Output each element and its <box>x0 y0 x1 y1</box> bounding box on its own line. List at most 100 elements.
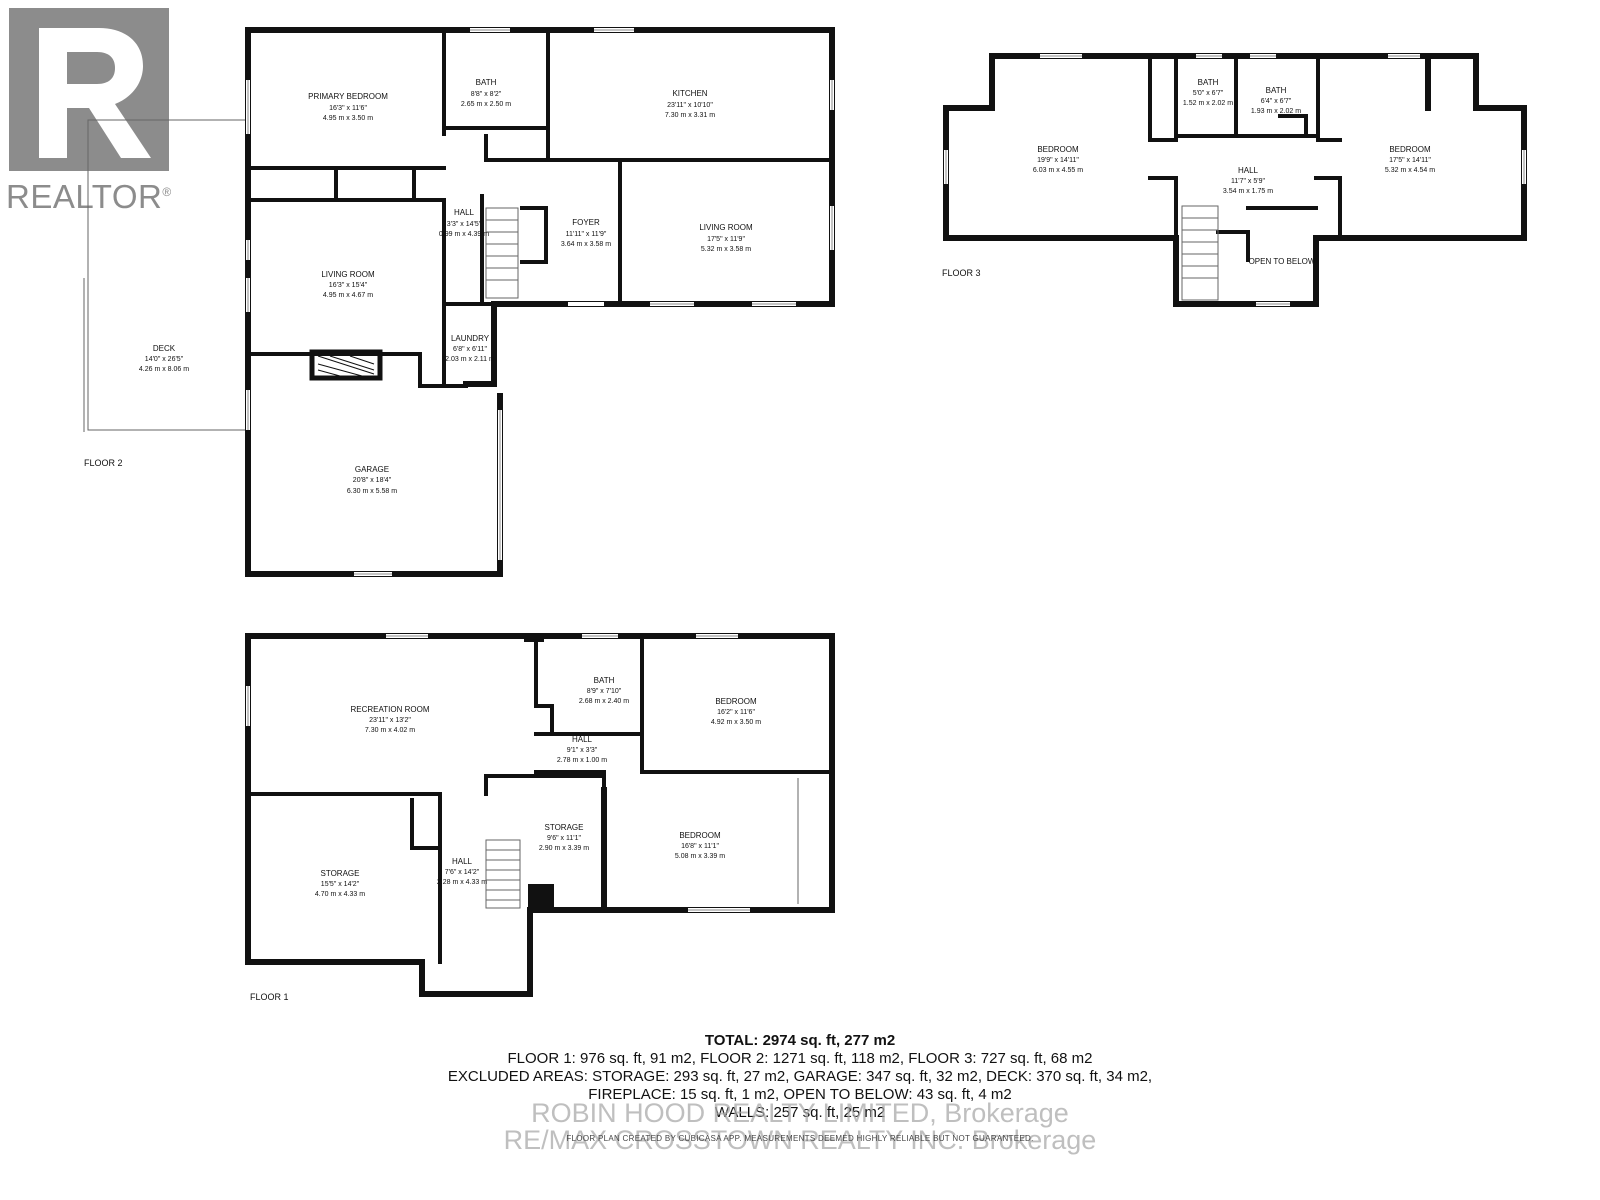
room-label-foyer: FOYER 11'11" x 11'9" 3.64 m x 3.58 m <box>561 218 611 248</box>
svg-text:15'5" x 14'2": 15'5" x 14'2" <box>321 881 360 888</box>
interior-wall <box>1216 230 1250 262</box>
svg-text:5.08 m x 3.39 m: 5.08 m x 3.39 m <box>675 853 725 860</box>
svg-text:9'1" x 3'3": 9'1" x 3'3" <box>567 747 598 754</box>
room-label-bedroom-east: BEDROOM 17'5" x 14'11" 5.32 m x 4.54 m <box>1385 145 1435 174</box>
interior-wall <box>520 206 548 264</box>
floor-3-exterior-wall-west <box>943 53 1179 111</box>
svg-text:3'3" x 14'5": 3'3" x 14'5" <box>447 221 482 228</box>
svg-text:16'3" x 15'4": 16'3" x 15'4" <box>329 282 368 289</box>
svg-text:7'6" x 14'2": 7'6" x 14'2" <box>445 869 480 876</box>
svg-text:KITCHEN: KITCHEN <box>672 89 707 98</box>
floor-2-plan: PRIMARY BEDROOM 16'3" x 11'6" 4.95 m x 3… <box>83 27 835 577</box>
svg-text:20'8" x 18'4": 20'8" x 18'4" <box>353 477 392 484</box>
svg-text:BEDROOM: BEDROOM <box>1389 145 1431 154</box>
floor-3-label: FLOOR 3 <box>942 268 981 278</box>
svg-text:2.78 m x 1.00 m: 2.78 m x 1.00 m <box>557 757 607 764</box>
svg-text:BATH: BATH <box>594 676 615 685</box>
floor-1-stairs <box>485 839 521 909</box>
room-label-hall-south: HALL 7'6" x 14'2" 2.28 m x 4.33 m <box>437 857 487 886</box>
svg-text:4.70 m x 4.33 m: 4.70 m x 4.33 m <box>315 891 365 898</box>
interior-wall <box>484 134 622 162</box>
svg-text:17'5" x 11'9": 17'5" x 11'9" <box>707 236 745 243</box>
svg-text:BATH: BATH <box>1266 86 1287 95</box>
svg-text:14'0" x 26'5": 14'0" x 26'5" <box>145 356 184 363</box>
svg-text:23'11" x 13'2": 23'11" x 13'2" <box>369 717 411 724</box>
floor-areas: FLOOR 1: 976 sq. ft, 91 m2, FLOOR 2: 127… <box>507 1050 1093 1067</box>
svg-text:11'7" x 5'9": 11'7" x 5'9" <box>1231 178 1265 185</box>
interior-wall <box>246 792 442 964</box>
room-label-bath: BATH 8'8" x 8'2" 2.65 m x 2.50 m <box>461 78 511 108</box>
svg-text:4.26 m x 8.06 m: 4.26 m x 8.06 m <box>139 366 189 373</box>
walls-area: WALLS: 257 sq. ft, 25 m2 <box>714 1104 886 1121</box>
floor-1-exterior-wall-east <box>245 633 835 913</box>
interior-wall <box>410 798 438 850</box>
interior-wall <box>534 634 554 736</box>
svg-text:BEDROOM: BEDROOM <box>1037 145 1079 154</box>
svg-text:BATH: BATH <box>1198 78 1219 87</box>
svg-text:HALL: HALL <box>1238 166 1259 175</box>
room-label-bedroom-south: BEDROOM 16'8" x 11'1" 5.08 m x 3.39 m <box>675 831 725 860</box>
floor-1-column <box>528 884 554 910</box>
svg-text:19'9" x 14'11": 19'9" x 14'11" <box>1037 157 1079 164</box>
svg-text:HALL: HALL <box>572 735 593 744</box>
fireplace-area: FIREPLACE: 15 sq. ft, 1 m2, OPEN TO BELO… <box>588 1086 1012 1103</box>
svg-text:PRIMARY BEDROOM: PRIMARY BEDROOM <box>308 92 388 101</box>
interior-wall <box>1314 176 1342 240</box>
garage-exterior-wall <box>245 393 503 577</box>
open-to-below-label: OPEN TO BELOW <box>1249 257 1316 266</box>
total-area: TOTAL: 2974 sq. ft, 277 m2 <box>704 1032 896 1049</box>
interior-wall <box>480 194 532 306</box>
svg-text:8'9" x 7'10": 8'9" x 7'10" <box>587 688 622 695</box>
floor-3-windows <box>944 54 1526 306</box>
svg-text:7.30 m x 3.31 m: 7.30 m x 3.31 m <box>665 112 715 119</box>
svg-text:6.03 m x 4.55 m: 6.03 m x 4.55 m <box>1033 167 1083 174</box>
svg-text:6'4" x 6'7": 6'4" x 6'7" <box>1261 98 1292 105</box>
svg-text:2.65 m x 2.50 m: 2.65 m x 2.50 m <box>461 101 511 108</box>
svg-text:23'11" x 10'10": 23'11" x 10'10" <box>667 102 713 109</box>
svg-text:2.28 m x 4.33 m: 2.28 m x 4.33 m <box>437 879 487 886</box>
svg-text:BATH: BATH <box>476 78 497 87</box>
realtor-brand-text: REALTOR® <box>6 178 172 215</box>
svg-text:2.68 m x 2.40 m: 2.68 m x 2.40 m <box>579 698 629 705</box>
svg-text:LIVING ROOM: LIVING ROOM <box>321 270 375 279</box>
svg-text:STORAGE: STORAGE <box>321 869 360 878</box>
room-label-garage: GARAGE 20'8" x 18'4" 6.30 m x 5.58 m <box>347 465 397 495</box>
svg-text:3.64 m x 3.58 m: 3.64 m x 3.58 m <box>561 241 611 248</box>
svg-text:6'8" x 6'11": 6'8" x 6'11" <box>453 346 487 353</box>
svg-text:STORAGE: STORAGE <box>545 823 584 832</box>
svg-text:16'8" x 11'1": 16'8" x 11'1" <box>681 843 719 850</box>
svg-text:8'8" x 8'2": 8'8" x 8'2" <box>471 91 502 98</box>
interior-wall <box>1278 114 1308 138</box>
svg-text:16'3" x 11'6": 16'3" x 11'6" <box>329 105 367 112</box>
svg-text:LIVING ROOM: LIVING ROOM <box>699 223 753 232</box>
svg-text:DECK: DECK <box>153 344 176 353</box>
floor-2-label: FLOOR 2 <box>84 458 123 468</box>
svg-text:9'6" x 11'1": 9'6" x 11'1" <box>547 835 581 842</box>
room-label-primary-bedroom: PRIMARY BEDROOM 16'3" x 11'6" 4.95 m x 3… <box>308 92 388 122</box>
floor-3-plan: BEDROOM 19'9" x 14'11" 6.03 m x 4.55 m B… <box>942 53 1527 307</box>
room-label-kitchen: KITCHEN 23'11" x 10'10" 7.30 m x 3.31 m <box>665 89 715 119</box>
floor-3-stairs <box>1181 205 1219 301</box>
room-label-deck: DECK 14'0" x 26'5" 4.26 m x 8.06 m <box>139 344 189 373</box>
svg-text:4.95 m x 3.50 m: 4.95 m x 3.50 m <box>323 115 373 122</box>
room-label-hall: HALL 3'3" x 14'5" 0.99 m x 4.39 m <box>439 208 489 238</box>
svg-text:7.30 m x 4.02 m: 7.30 m x 4.02 m <box>365 727 415 734</box>
svg-text:2.90 m x 3.39 m: 2.90 m x 3.39 m <box>539 845 589 852</box>
brokerage-watermark: ROBIN HOOD REALTY LIMITED, Brokerage RE/… <box>380 1100 1220 1154</box>
room-label-hall-north: HALL 9'1" x 3'3" 2.78 m x 1.00 m <box>557 735 607 764</box>
svg-text:RECREATION ROOM: RECREATION ROOM <box>351 705 430 714</box>
floor-2-windows <box>246 28 834 576</box>
room-label-bedroom-west: BEDROOM 19'9" x 14'11" 6.03 m x 4.55 m <box>1033 145 1083 174</box>
realtor-r-mark-icon <box>9 8 169 171</box>
floor-2-stairs <box>485 207 519 299</box>
excluded-areas: EXCLUDED AREAS: STORAGE: 293 sq. ft, 27 … <box>447 1068 1153 1085</box>
svg-text:17'5" x 14'11": 17'5" x 14'11" <box>1389 157 1431 164</box>
svg-text:5.32 m x 3.58 m: 5.32 m x 3.58 m <box>701 246 751 253</box>
interior-wall <box>1148 54 1178 142</box>
floor-1-windows <box>246 634 750 912</box>
floor-1-plan: RECREATION ROOM 23'11" x 13'2" 7.30 m x … <box>245 633 835 1002</box>
room-label-bath: BATH 8'9" x 7'10" 2.68 m x 2.40 m <box>579 676 629 705</box>
interior-wall <box>1316 54 1342 142</box>
room-label-storage-mid: STORAGE 9'6" x 11'1" 2.90 m x 3.39 m <box>539 823 589 852</box>
svg-text:LAUNDRY: LAUNDRY <box>451 334 490 343</box>
